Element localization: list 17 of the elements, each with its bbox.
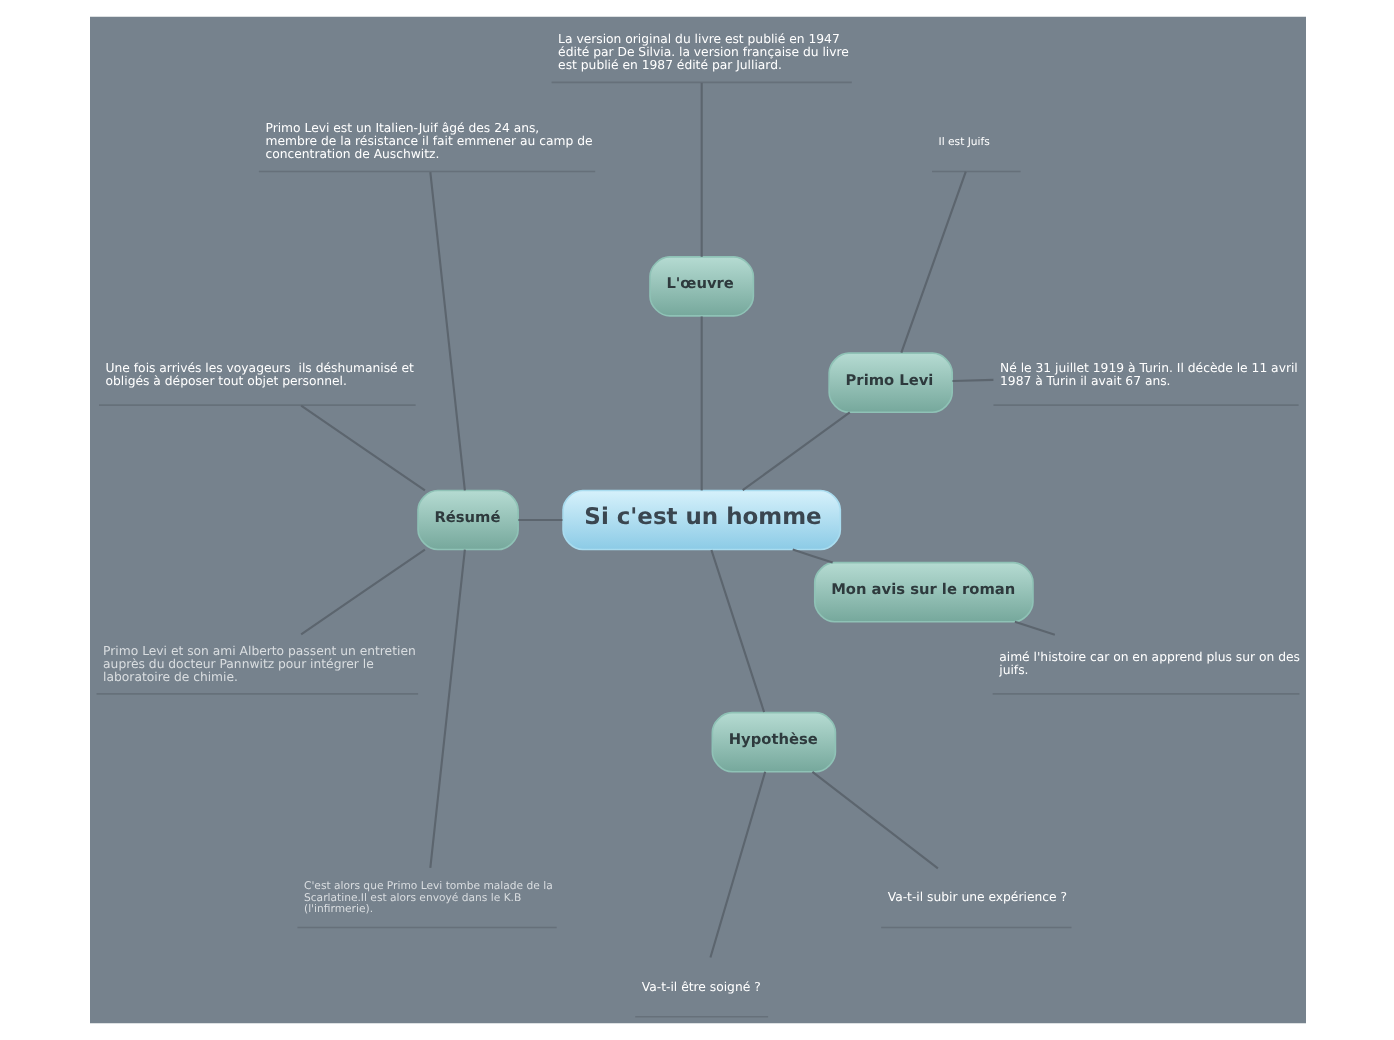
connector: [428, 171, 465, 491]
connector: [428, 549, 465, 869]
connector: [299, 404, 425, 492]
connector: [741, 411, 850, 492]
connector: [709, 549, 765, 713]
node-box: L'œuvre: [648, 256, 754, 317]
connector: [708, 771, 766, 958]
connector: [899, 171, 966, 354]
node-box: Primo Levi: [827, 352, 953, 414]
connector: [1013, 620, 1055, 636]
node-box: Mon avis sur le roman: [812, 561, 1033, 623]
connector: [810, 771, 938, 870]
node-box: Résumé: [416, 489, 518, 551]
connector: [299, 548, 425, 636]
node-box: Si c'est un homme: [561, 489, 841, 551]
connector: [791, 548, 832, 564]
node-box: Hypothèse: [710, 711, 836, 773]
